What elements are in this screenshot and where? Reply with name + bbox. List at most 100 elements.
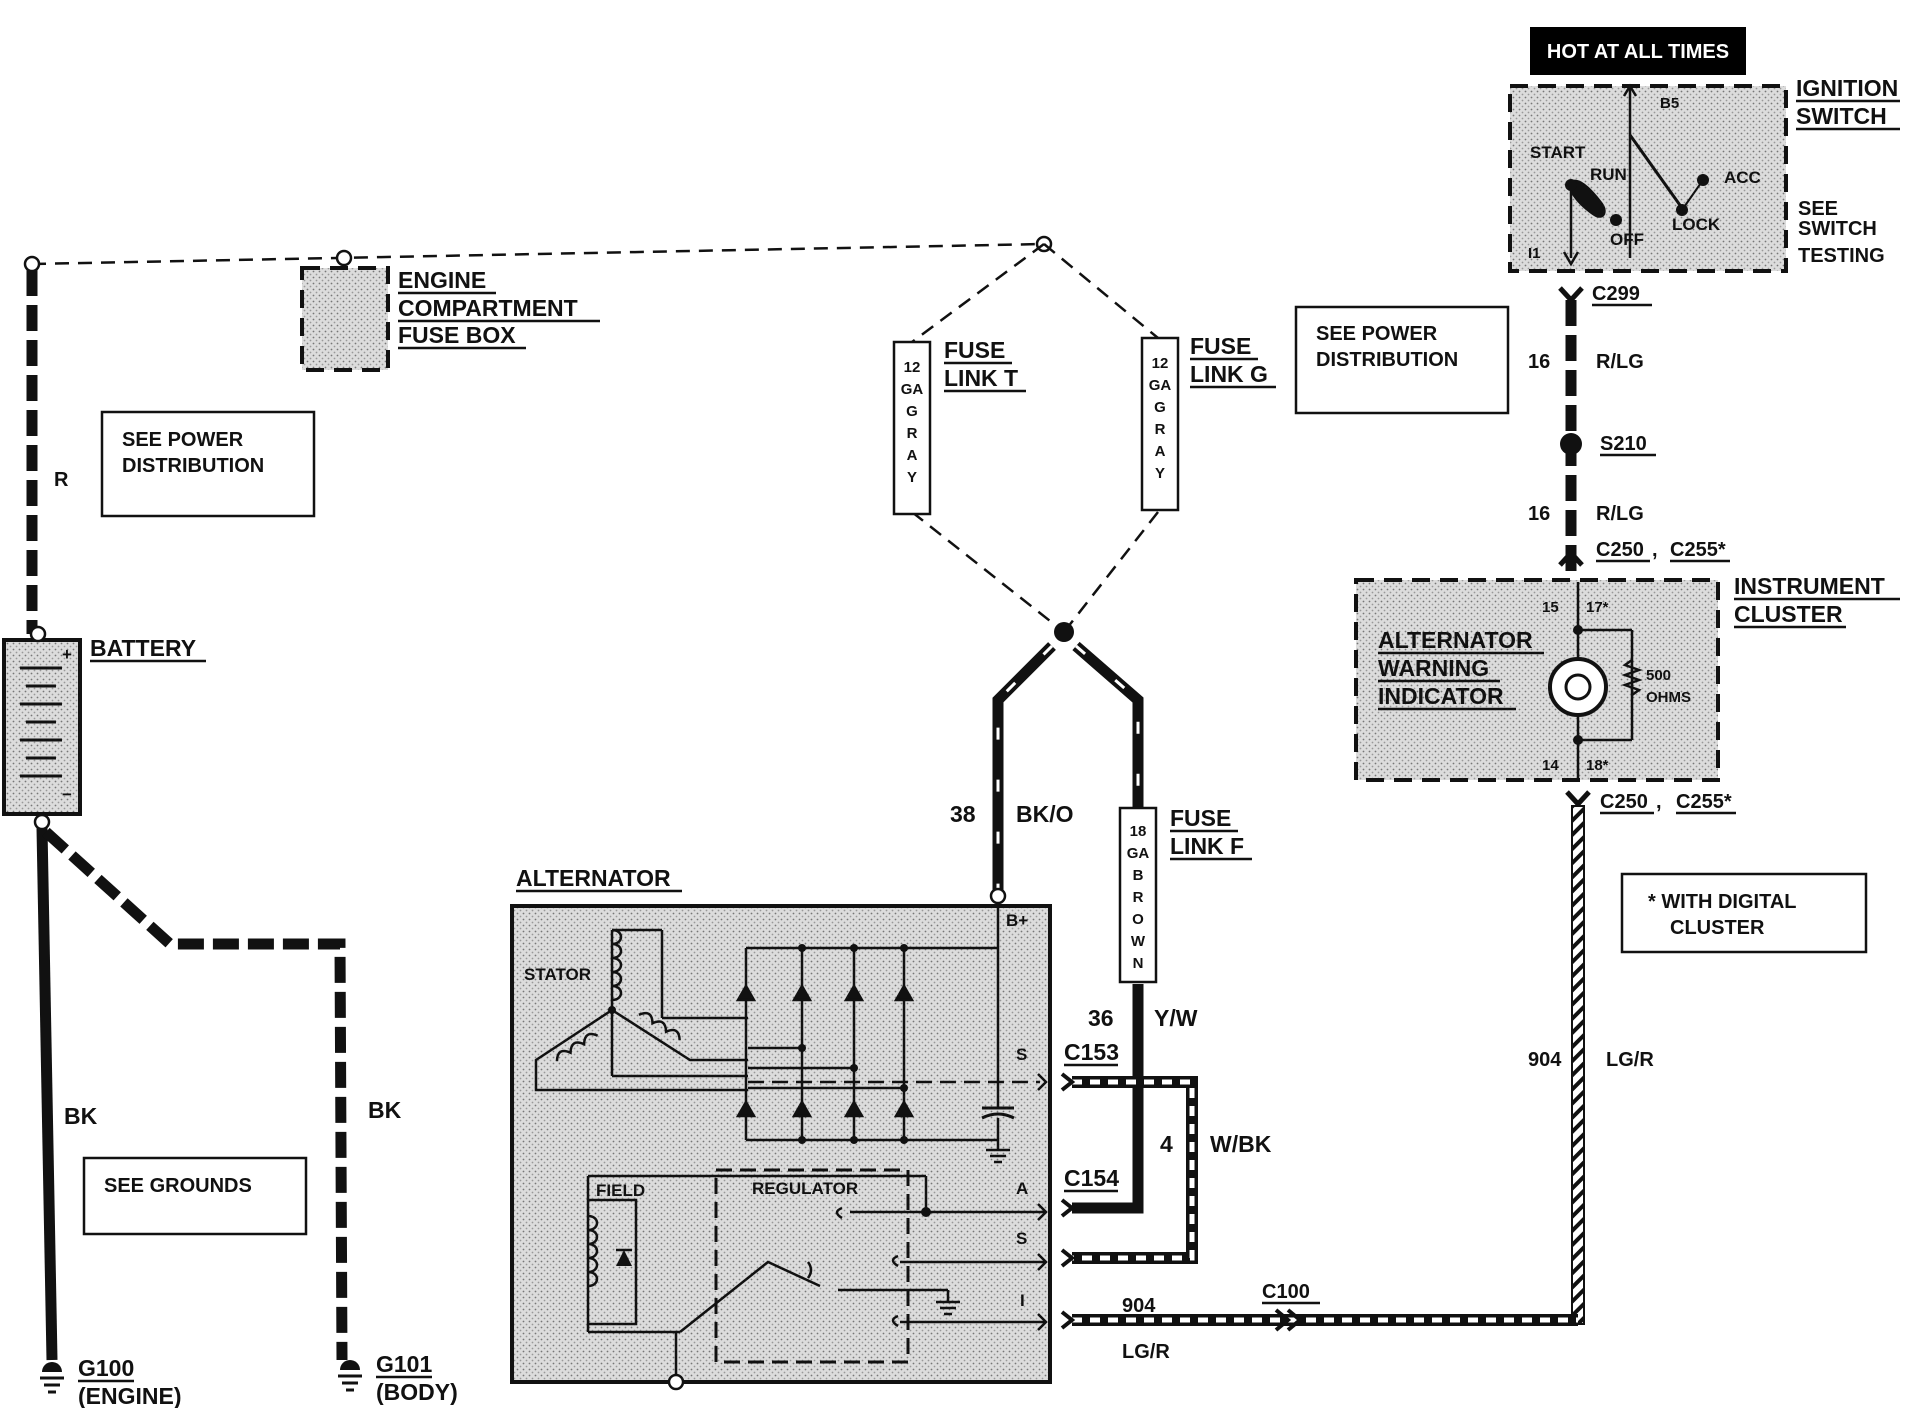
terminal-a: A [1016, 1179, 1028, 1198]
see-grounds-box [82, 1156, 308, 1236]
fuse-link-g: 12 GA G R A Y [1140, 336, 1180, 512]
color-lgr-right: LG/R [1606, 1049, 1654, 1071]
fuse-link-f-title1: FUSE [1170, 805, 1231, 831]
color-lgr-bottom: LG/R [1122, 1341, 1170, 1363]
svg-text:G: G [906, 403, 918, 420]
hot-at-all-times-banner: HOT AT ALL TIMES [1530, 27, 1746, 75]
alt-warning-2: WARNING [1378, 655, 1489, 681]
circuit-4: 4 [1160, 1131, 1173, 1157]
svg-text:N: N [1133, 955, 1144, 972]
pos-acc: ACC [1724, 168, 1761, 187]
pin-b5: B5 [1660, 95, 1679, 112]
color-wbk: W/BK [1210, 1131, 1272, 1157]
pin-14: 14 [1542, 757, 1559, 774]
svg-text:,: , [1656, 791, 1662, 813]
pin-18: 18* [1586, 757, 1609, 774]
fuse-link-g-title2: LINK G [1190, 361, 1268, 387]
g101-label: G101 [376, 1351, 432, 1377]
svg-text:B: B [1133, 867, 1144, 884]
fuse-link-f: 18 GA B R O W N [1118, 806, 1158, 984]
svg-text:Y: Y [907, 469, 917, 486]
engine-fusebox-line3: FUSE BOX [398, 322, 516, 348]
svg-text:* WITH DIGITAL: * WITH DIGITAL [1648, 891, 1797, 913]
see-switch-testing-1: SEE [1798, 198, 1838, 220]
see-switch-testing-3: TESTING [1798, 245, 1885, 267]
color-bko: BK/O [1016, 801, 1074, 827]
fuse-link-f-title2: LINK F [1170, 833, 1244, 859]
ignition-switch: B5 I1 START RUN ACC OFF LOCK [1508, 83, 1788, 273]
circuit-904-bottom: 904 [1122, 1295, 1156, 1317]
svg-text:12: 12 [1152, 355, 1169, 372]
svg-text:O: O [1132, 911, 1144, 928]
connector-c154: C154 [1064, 1165, 1119, 1191]
pos-run: RUN [1590, 165, 1627, 184]
alt-warning-3: INDICATOR [1378, 683, 1504, 709]
splice-s210-label: S210 [1600, 433, 1647, 455]
svg-text:GA: GA [901, 381, 924, 398]
terminal-s1: S [1016, 1045, 1027, 1064]
connector-c100: C100 [1262, 1281, 1310, 1303]
svg-text:A: A [1155, 443, 1166, 460]
wire-color-r: R [54, 469, 69, 491]
ignition-switch-title-2: SWITCH [1796, 103, 1887, 129]
circuit-16-a: 16 [1528, 351, 1550, 373]
circuit-16-b: 16 [1528, 503, 1550, 525]
alternator-title: ALTERNATOR [516, 865, 671, 891]
svg-text:SEE GROUNDS: SEE GROUNDS [104, 1175, 252, 1197]
ground-g101 [338, 1360, 362, 1392]
color-yw: Y/W [1154, 1005, 1198, 1031]
terminal-i: I [1020, 1291, 1025, 1310]
engine-fusebox-line1: ENGINE [398, 267, 486, 293]
pin-i1: I1 [1528, 245, 1541, 262]
pin-17: 17* [1586, 599, 1609, 616]
g100-sub: (ENGINE) [78, 1383, 182, 1408]
see-power-distribution-right [1294, 305, 1510, 415]
circuit-38: 38 [950, 801, 976, 827]
svg-text:R: R [1133, 889, 1144, 906]
svg-text:18: 18 [1130, 823, 1147, 840]
alternator-unit: B+ [510, 887, 1052, 1391]
svg-text:W: W [1131, 933, 1146, 950]
see-power-distribution-left [100, 410, 316, 518]
instrument-cluster-title-1: INSTRUMENT [1734, 573, 1885, 599]
terminal-bplus: B+ [1006, 911, 1028, 930]
field-label: FIELD [596, 1181, 645, 1200]
color-rlg-a: R/LG [1596, 351, 1644, 373]
ground-g100 [40, 1362, 64, 1394]
connector-c255-top: C255* [1670, 539, 1726, 561]
g100-label: G100 [78, 1355, 134, 1381]
see-switch-testing-2: SWITCH [1798, 218, 1877, 240]
fuse-link-t-title1: FUSE [944, 337, 1005, 363]
pos-off: OFF [1610, 230, 1644, 249]
svg-text:R: R [907, 425, 918, 442]
pos-start: START [1530, 143, 1586, 162]
svg-text:SEE POWER: SEE POWER [1316, 323, 1438, 345]
regulator-label: REGULATOR [752, 1179, 858, 1198]
wire-bk-left: BK [64, 1103, 98, 1129]
battery-label: BATTERY [90, 635, 196, 661]
fuse-link-t-title2: LINK T [944, 365, 1018, 391]
pos-lock: LOCK [1672, 215, 1721, 234]
connector-c250-top: C250 [1596, 539, 1644, 561]
resistor-ohms: OHMS [1646, 689, 1691, 706]
engine-compartment-fuse-box [300, 266, 390, 372]
digital-cluster-note [1620, 872, 1868, 954]
engine-fusebox-line2: COMPARTMENT [398, 295, 578, 321]
svg-text:GA: GA [1127, 845, 1150, 862]
connector-c153: C153 [1064, 1039, 1119, 1065]
circuit-904-right: 904 [1528, 1049, 1562, 1071]
pin-15: 15 [1542, 599, 1559, 616]
connector-c250-bot: C250 [1600, 791, 1648, 813]
svg-text:CLUSTER: CLUSTER [1670, 917, 1765, 939]
connector-c255-bot: C255* [1676, 791, 1732, 813]
color-rlg-b: R/LG [1596, 503, 1644, 525]
svg-text:12: 12 [904, 359, 921, 376]
svg-text:A: A [907, 447, 918, 464]
g101-sub: (BODY) [376, 1379, 458, 1405]
instrument-cluster: 15 17* 14 18* 500 OHMS ALTERNATOR WARNIN… [1354, 578, 1720, 782]
svg-text:DISTRIBUTION: DISTRIBUTION [122, 455, 264, 477]
battery-plus: + [62, 645, 72, 664]
svg-text:,: , [1652, 539, 1658, 561]
resistor-500: 500 [1646, 667, 1671, 684]
splice-main [1054, 622, 1074, 642]
